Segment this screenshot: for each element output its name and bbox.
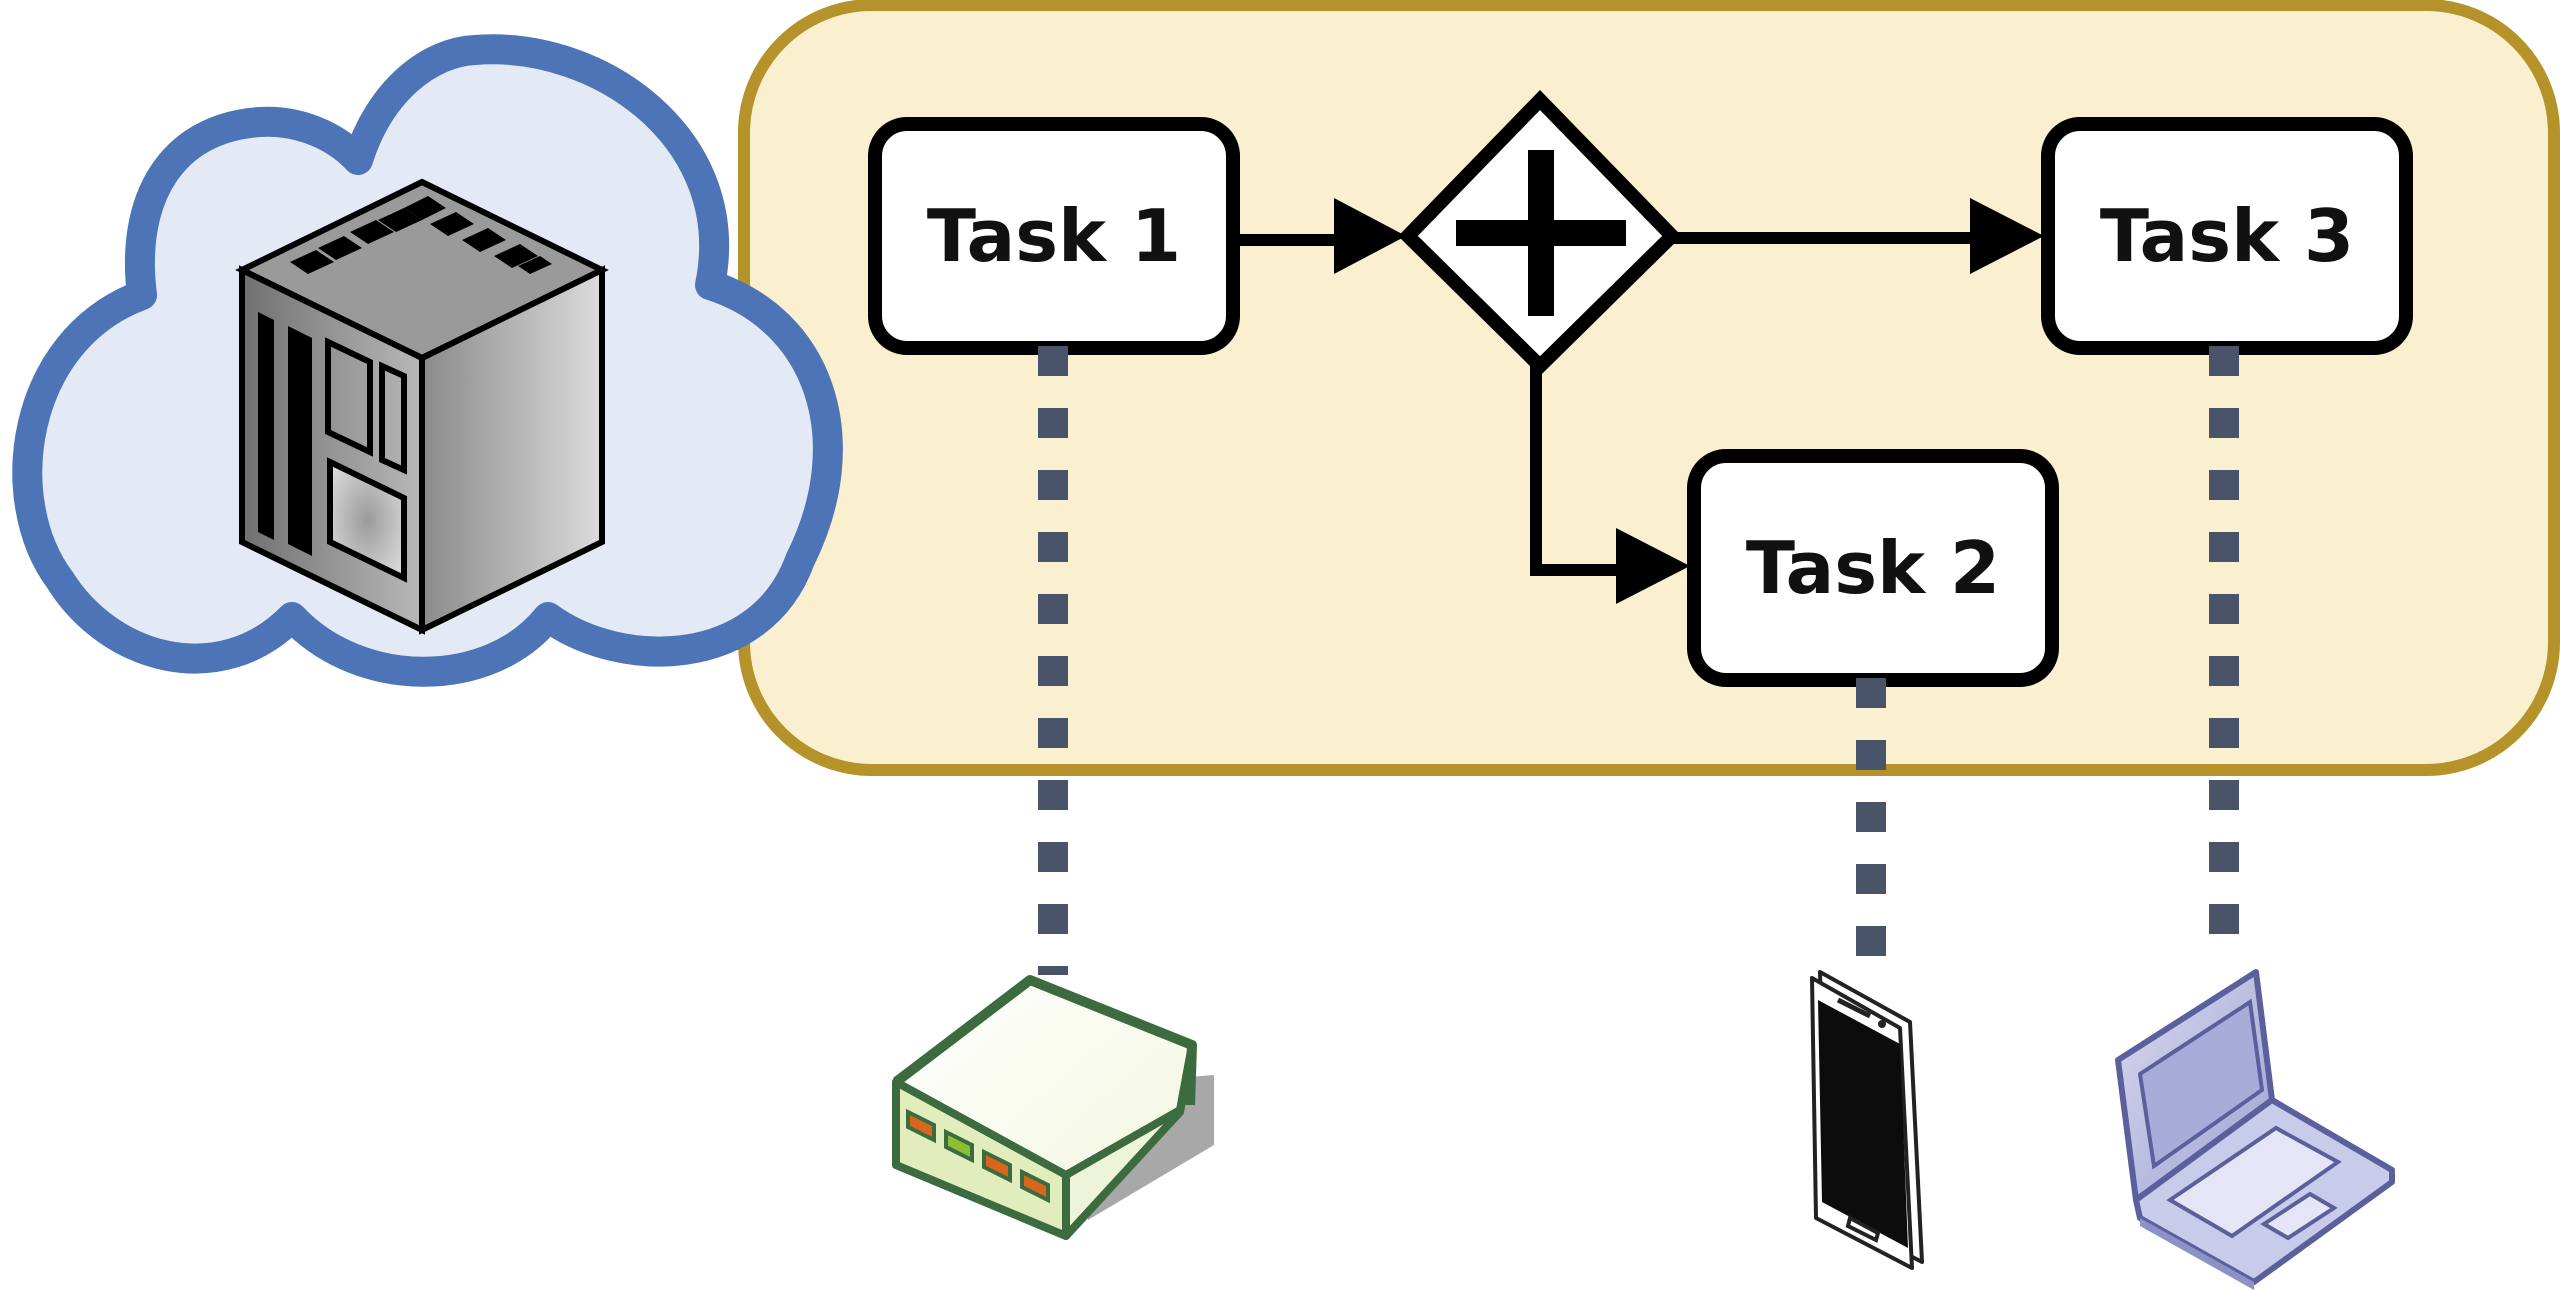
cloud-server-icon <box>12 34 843 687</box>
laptop-keyboard <box>2166 1125 2342 1239</box>
task-1-label: Task 1 <box>927 194 1181 278</box>
led-2 <box>944 1128 974 1164</box>
sequence-flows <box>1238 198 2044 604</box>
flow-gateway-task2 <box>1530 366 1618 576</box>
associations <box>1038 346 2239 975</box>
task-2: Task 2 <box>1687 449 2059 687</box>
led-4 <box>1020 1168 1050 1204</box>
home-button <box>1845 1215 1881 1243</box>
led-3 <box>982 1148 1012 1184</box>
task-1: Task 1 <box>868 117 1240 355</box>
server-icon <box>235 178 609 635</box>
smartphone-icon <box>1810 970 1924 1270</box>
laptop-icon <box>2115 969 2395 1290</box>
arrowhead <box>1616 528 1690 604</box>
router-icon <box>892 975 1214 1240</box>
laptop-touchpad <box>2260 1191 2338 1241</box>
task-3-label: Task 3 <box>2100 194 2354 278</box>
laptop-screen <box>2137 998 2265 1170</box>
arrowhead <box>1970 198 2044 274</box>
led-1 <box>906 1108 936 1144</box>
arrowhead <box>1334 198 1406 274</box>
task-2-label: Task 2 <box>1746 526 2000 610</box>
phone-screen <box>1818 1000 1908 1248</box>
task-3: Task 3 <box>2041 117 2413 355</box>
parallel-gateway <box>1398 89 1682 376</box>
